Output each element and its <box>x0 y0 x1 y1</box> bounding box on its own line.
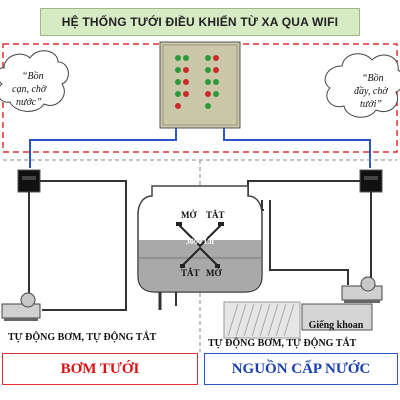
well-label: Giếng khoan <box>309 320 364 331</box>
pump-right <box>341 276 383 303</box>
right-cloud-text: “Bồn đầy, chờ tưới” <box>354 72 388 111</box>
water-tank <box>137 185 263 310</box>
control-panel <box>159 41 241 129</box>
tank-label-top-close: TẮT <box>206 210 225 220</box>
irrigation-pump-label: BƠM TƯỚI <box>2 353 198 385</box>
left-cloud-line-3: nước” <box>16 97 42 108</box>
left-caption: TỰ ĐỘNG BƠM, TỰ ĐỘNG TẮT <box>8 332 157 343</box>
float-switch-top <box>177 223 223 248</box>
left-cloud-line-1: “Bồn <box>22 71 44 82</box>
left-cloud <box>0 50 69 112</box>
panel-buttons-right <box>205 55 219 109</box>
tank-label-bottom-close: TẮT <box>181 268 200 278</box>
signal-lines <box>29 128 371 168</box>
tank-label-top-open: MỞ <box>181 210 197 220</box>
right-cloud-line-1: “Bồn <box>362 73 384 84</box>
tank-label-bottom-open: MỞ <box>206 268 222 278</box>
right-cloud-line-3: tưới” <box>360 99 382 110</box>
tank-capacity: 3000 Lít <box>186 237 215 246</box>
signal-line-right <box>223 128 371 168</box>
water-source-label: NGUỒN CẤP NƯỚC <box>204 353 398 385</box>
relay-box-left <box>17 169 41 193</box>
float-switch-bottom <box>181 246 219 267</box>
right-cloud <box>324 53 400 118</box>
pipe-right-top <box>247 180 360 211</box>
left-cloud-line-2: cạn, chờ <box>12 84 47 95</box>
right-caption: TỰ ĐỘNG BƠM, TỰ ĐỘNG TẮT <box>208 338 357 349</box>
panel-buttons-left <box>175 55 189 109</box>
left-cloud-text: “Bồn cạn, chờ nước” <box>12 70 46 109</box>
water-level <box>139 240 261 291</box>
pipe-right-inner <box>269 200 349 285</box>
well <box>223 301 373 339</box>
title-bar: HỆ THỐNG TƯỚI ĐIỀU KHIỂN TỪ XA QUA WIFI <box>40 8 360 36</box>
right-cloud-line-2: đầy, chờ <box>354 86 388 97</box>
relay-box-right <box>359 169 383 193</box>
pump-left <box>1 292 41 321</box>
pipe-left-loop <box>40 180 127 311</box>
signal-line-left <box>29 128 177 168</box>
